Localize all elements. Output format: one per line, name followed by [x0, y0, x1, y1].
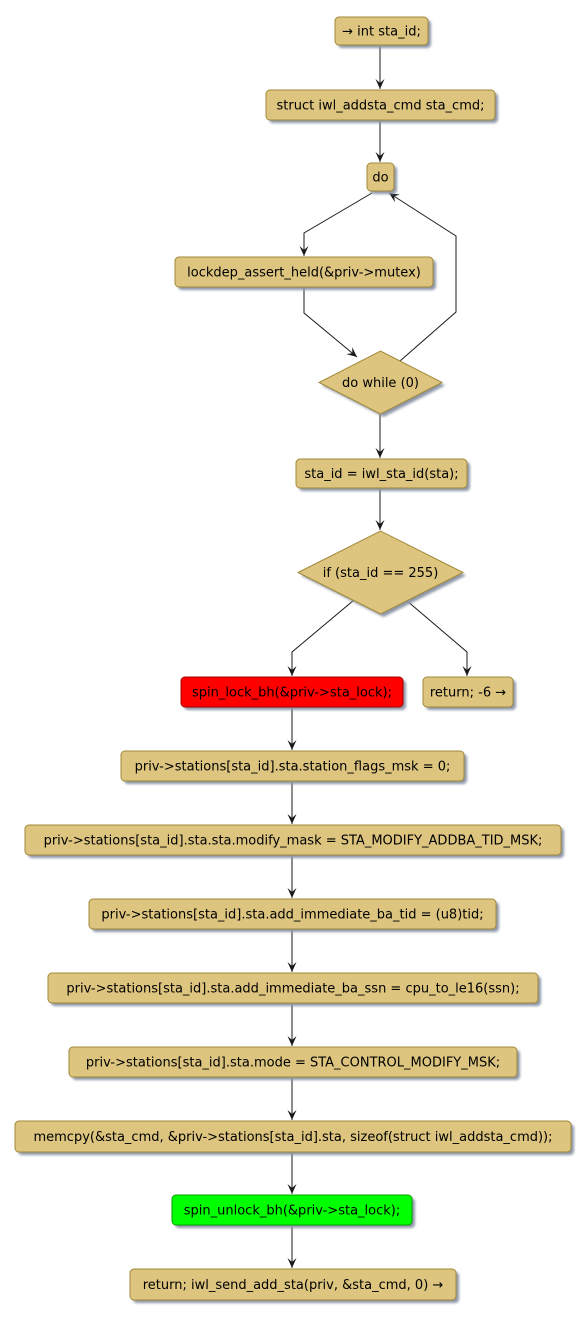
node-label: spin_lock_bh(&priv->sta_lock);: [192, 686, 392, 701]
action-node-n6: sta_id = iwl_sta_id(sta);: [295, 458, 470, 491]
action-node-n14: priv->stations[sta_id].sta.mode = STA_CO…: [68, 1046, 520, 1080]
arrowhead: [287, 1110, 297, 1120]
edge-line: [291, 599, 355, 676]
action-node-n13: priv->stations[sta_id].sta.add_immediate…: [47, 972, 541, 1006]
node-label: return; iwl_send_add_sta(priv, &sta_cmd,…: [143, 1278, 444, 1293]
action-node-n16: spin_unlock_bh(&priv->sta_lock);: [171, 1194, 415, 1228]
node-label: → int sta_id;: [342, 25, 421, 40]
action-box: [366, 162, 395, 192]
action-node-n17: return; iwl_send_add_sta(priv, &sta_cmd,…: [129, 1268, 459, 1303]
nodes: → int sta_id;struct iwl_addsta_cmd sta_c…: [14, 16, 574, 1303]
action-node-n9: return; -6 →: [422, 676, 516, 710]
action-box: [120, 750, 465, 782]
node-label: lockdep_assert_held(&priv->mutex): [187, 266, 421, 281]
edge-n13-n14: [287, 1003, 297, 1046]
action-box: [24, 824, 562, 856]
node-label: priv->stations[sta_id].sta.add_immediate…: [101, 908, 483, 923]
action-box: [47, 972, 539, 1004]
action-box: [180, 676, 404, 708]
action-node-n1: → int sta_id;: [334, 16, 431, 48]
edge-line: [303, 287, 358, 358]
action-node-n2: struct iwl_addsta_cmd sta_cmd;: [265, 89, 498, 123]
action-box: [171, 1194, 413, 1226]
node-label: priv->stations[sta_id].sta.sta.modify_ma…: [44, 834, 543, 849]
edge-line: [303, 192, 373, 256]
node-label: if (sta_id == 255): [323, 566, 439, 581]
edge-n2-n3: [375, 120, 385, 162]
edge-n5-n6: [375, 414, 385, 458]
action-box: [174, 256, 434, 288]
arrowhead: [287, 740, 297, 750]
edge-n3-n4: [299, 192, 373, 256]
decision-node-n5: do while (0): [317, 350, 445, 417]
edge-line: [388, 192, 457, 362]
action-box: [334, 16, 429, 46]
decision-diamond: [296, 530, 465, 615]
edge-n11-n12: [287, 855, 297, 898]
edge-n1-n2: [375, 45, 385, 89]
edge-n12-n13: [287, 929, 297, 972]
arrowhead: [287, 1036, 297, 1046]
action-box: [295, 458, 468, 489]
action-node-n11: priv->stations[sta_id].sta.sta.modify_ma…: [24, 824, 564, 858]
edge-n6-n7: [375, 488, 385, 530]
action-node-n3: do: [366, 162, 397, 194]
node-label: do: [372, 171, 388, 186]
action-box: [14, 1120, 572, 1153]
node-label: priv->stations[sta_id].sta.add_immediate…: [66, 982, 519, 997]
node-label: spin_unlock_bh(&priv->sta_lock);: [184, 1204, 400, 1219]
action-box: [88, 898, 497, 930]
action-box: [129, 1268, 457, 1301]
edge-n14-n15: [287, 1077, 297, 1120]
node-label: priv->stations[sta_id].sta.station_flags…: [135, 760, 451, 775]
arrowhead: [389, 193, 400, 203]
edge-n15-n16: [287, 1152, 297, 1194]
arrowhead: [375, 79, 385, 89]
edge-n16-n17: [287, 1225, 297, 1268]
edges: [287, 45, 472, 1268]
arrowhead: [287, 814, 297, 824]
edge-n7-n8: [287, 599, 355, 676]
edge-n4-n5: [303, 287, 358, 358]
action-box: [265, 89, 496, 121]
node-label: struct iwl_addsta_cmd sta_cmd;: [277, 99, 485, 114]
node-label: return; -6 →: [430, 686, 506, 701]
arrowhead: [375, 152, 385, 162]
edge-n5-n3: [388, 192, 457, 362]
arrowhead: [287, 1184, 297, 1194]
action-box: [68, 1046, 518, 1078]
arrowhead: [287, 888, 297, 898]
edge-n10-n11: [287, 781, 297, 824]
action-node-n10: priv->stations[sta_id].sta.station_flags…: [120, 750, 467, 784]
arrowhead: [299, 246, 309, 256]
arrowhead: [287, 962, 297, 972]
decision-node-n7: if (sta_id == 255): [296, 530, 466, 617]
arrowhead: [462, 666, 472, 676]
action-node-n12: priv->stations[sta_id].sta.add_immediate…: [88, 898, 499, 932]
node-label: do while (0): [342, 376, 419, 391]
arrowhead: [375, 520, 385, 530]
action-node-n15: memcpy(&sta_cmd, &priv->stations[sta_id]…: [14, 1120, 574, 1155]
arrowhead: [287, 666, 297, 676]
action-node-n8: spin_lock_bh(&priv->sta_lock);: [180, 676, 406, 710]
decision-diamond: [317, 350, 444, 415]
arrowhead: [346, 347, 357, 357]
action-node-n4: lockdep_assert_held(&priv->mutex): [174, 256, 436, 290]
edge-n7-n9: [405, 599, 472, 676]
arrowhead: [287, 1258, 297, 1268]
node-label: sta_id = iwl_sta_id(sta);: [304, 467, 458, 482]
node-label: priv->stations[sta_id].sta.mode = STA_CO…: [86, 1056, 500, 1071]
edge-n8-n10: [287, 707, 297, 750]
edge-line: [405, 599, 468, 676]
node-label: memcpy(&sta_cmd, &priv->stations[sta_id]…: [33, 1130, 552, 1145]
action-box: [422, 676, 514, 708]
arrowhead: [375, 448, 385, 458]
